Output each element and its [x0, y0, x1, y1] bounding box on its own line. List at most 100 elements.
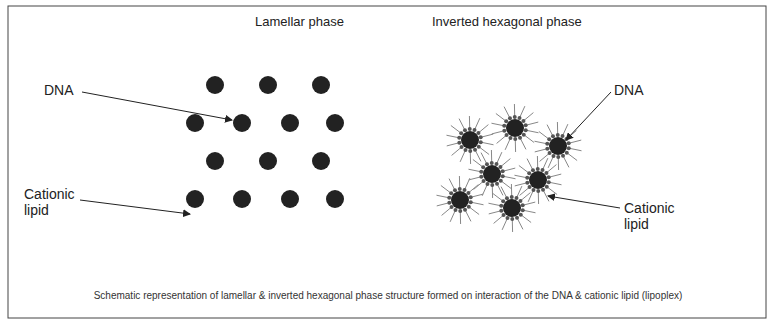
lipid-head	[447, 201, 451, 205]
dna-circle	[506, 119, 524, 137]
caption: Schematic representation of lamellar & i…	[18, 290, 758, 302]
lipid-head	[495, 182, 499, 186]
lipid-head	[528, 185, 532, 189]
lipid-head	[469, 200, 473, 204]
lipid-head	[518, 116, 522, 120]
lipid-head	[522, 133, 526, 137]
lipid-head	[505, 196, 509, 200]
lipid-head	[499, 204, 503, 208]
lipid-head	[524, 128, 528, 132]
lipid-head	[536, 167, 540, 171]
lipid-head	[468, 127, 472, 131]
lipid-head	[467, 205, 471, 209]
lipid-head	[508, 116, 512, 120]
lipid-head	[521, 208, 525, 212]
lipid-head	[527, 171, 531, 175]
lipid-head	[525, 176, 529, 180]
lipid-head	[490, 161, 494, 165]
phase-heading: Inverted hexagonal phase	[432, 14, 582, 30]
lipid-head	[476, 131, 480, 135]
lipid-head	[545, 142, 549, 146]
lipid-head	[567, 141, 571, 145]
frame	[8, 6, 766, 318]
lipid-head	[499, 179, 503, 183]
lipid-head	[508, 136, 512, 140]
lipid-head	[499, 209, 503, 213]
lipid-head	[531, 188, 535, 192]
lipid-head	[519, 213, 523, 217]
lipid-head	[502, 124, 506, 128]
lipid-head	[505, 133, 509, 137]
dna-circle	[529, 171, 547, 189]
lipid-head	[561, 134, 565, 138]
lipid-head	[504, 119, 508, 123]
lipid-head	[473, 128, 477, 132]
lipid-head	[502, 129, 506, 133]
lipid-head	[463, 128, 467, 132]
lipid-head	[468, 149, 472, 153]
dna-circle	[549, 137, 567, 155]
lipid-head	[459, 131, 463, 135]
lipid-head	[490, 183, 494, 187]
lipid-head	[457, 136, 461, 140]
lipid-head	[547, 137, 551, 141]
lipid-head	[521, 119, 525, 123]
lipid-head	[463, 188, 467, 192]
lipid-head	[545, 147, 549, 151]
lipid-head	[561, 154, 565, 158]
dna-circle	[503, 199, 521, 217]
lipid-head	[513, 137, 517, 141]
lipid-head	[518, 199, 522, 203]
lipid-head	[551, 154, 555, 158]
lipid-head	[453, 188, 457, 192]
lipid-head	[477, 145, 481, 149]
lipid-head	[547, 175, 551, 179]
lipid-head	[521, 203, 525, 207]
lipid-head	[544, 171, 548, 175]
lipid-head	[556, 155, 560, 159]
lipid-head	[541, 188, 545, 192]
lipid-head	[449, 191, 453, 195]
lipid-head	[458, 209, 462, 213]
lipid-head	[482, 179, 486, 183]
lipid-head	[518, 136, 522, 140]
part-label: Cationic lipid	[24, 186, 88, 218]
lipid-head	[545, 185, 549, 189]
lipid-head	[513, 115, 517, 119]
lipid-head	[447, 196, 451, 200]
lipid-head	[510, 217, 514, 221]
part-label: DNA	[44, 82, 84, 98]
lipid-head	[485, 182, 489, 186]
dna-circle	[461, 131, 479, 149]
lipid-head	[525, 181, 529, 185]
part-label: Cationic lipid	[624, 200, 688, 232]
lipid-head	[481, 165, 485, 169]
dna-circle	[483, 165, 501, 183]
dna-circles	[186, 76, 344, 208]
lipid-head	[501, 199, 505, 203]
lipid-head	[466, 191, 470, 195]
lipid-head	[479, 135, 483, 139]
lipid-head	[505, 216, 509, 220]
lipid-head	[556, 133, 560, 137]
lipid-head	[460, 145, 464, 149]
lipid-head	[565, 151, 569, 155]
lipid-head	[548, 151, 552, 155]
lipid-head	[501, 174, 505, 178]
lipid-head	[469, 195, 473, 199]
lipid-head	[473, 148, 477, 152]
lipid-head	[479, 170, 483, 174]
lipid-head	[551, 134, 555, 138]
lipid-head	[463, 148, 467, 152]
hexagonal-cluster	[436, 104, 581, 232]
lipid-head	[498, 165, 502, 169]
lipid-head	[524, 123, 528, 127]
lipid-head	[536, 189, 540, 193]
lipid-head	[457, 141, 461, 145]
lipid-head	[463, 208, 467, 212]
lipid-head	[510, 195, 514, 199]
part-label: DNA	[614, 82, 654, 98]
lipid-head	[515, 216, 519, 220]
phase-heading: Lamellar phase	[255, 14, 344, 30]
